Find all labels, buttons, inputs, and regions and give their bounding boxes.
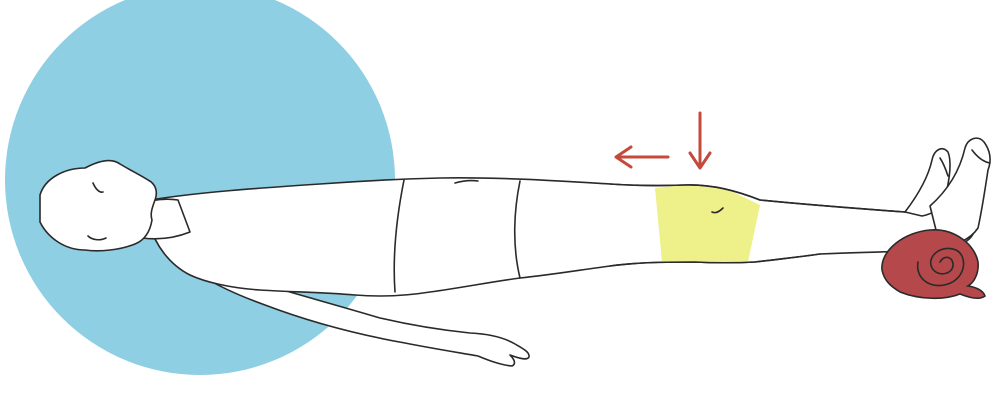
- arrow-down-icon: [690, 113, 710, 168]
- head: [40, 161, 156, 251]
- arrow-left-icon: [616, 147, 668, 167]
- torso-and-legs: [150, 178, 975, 296]
